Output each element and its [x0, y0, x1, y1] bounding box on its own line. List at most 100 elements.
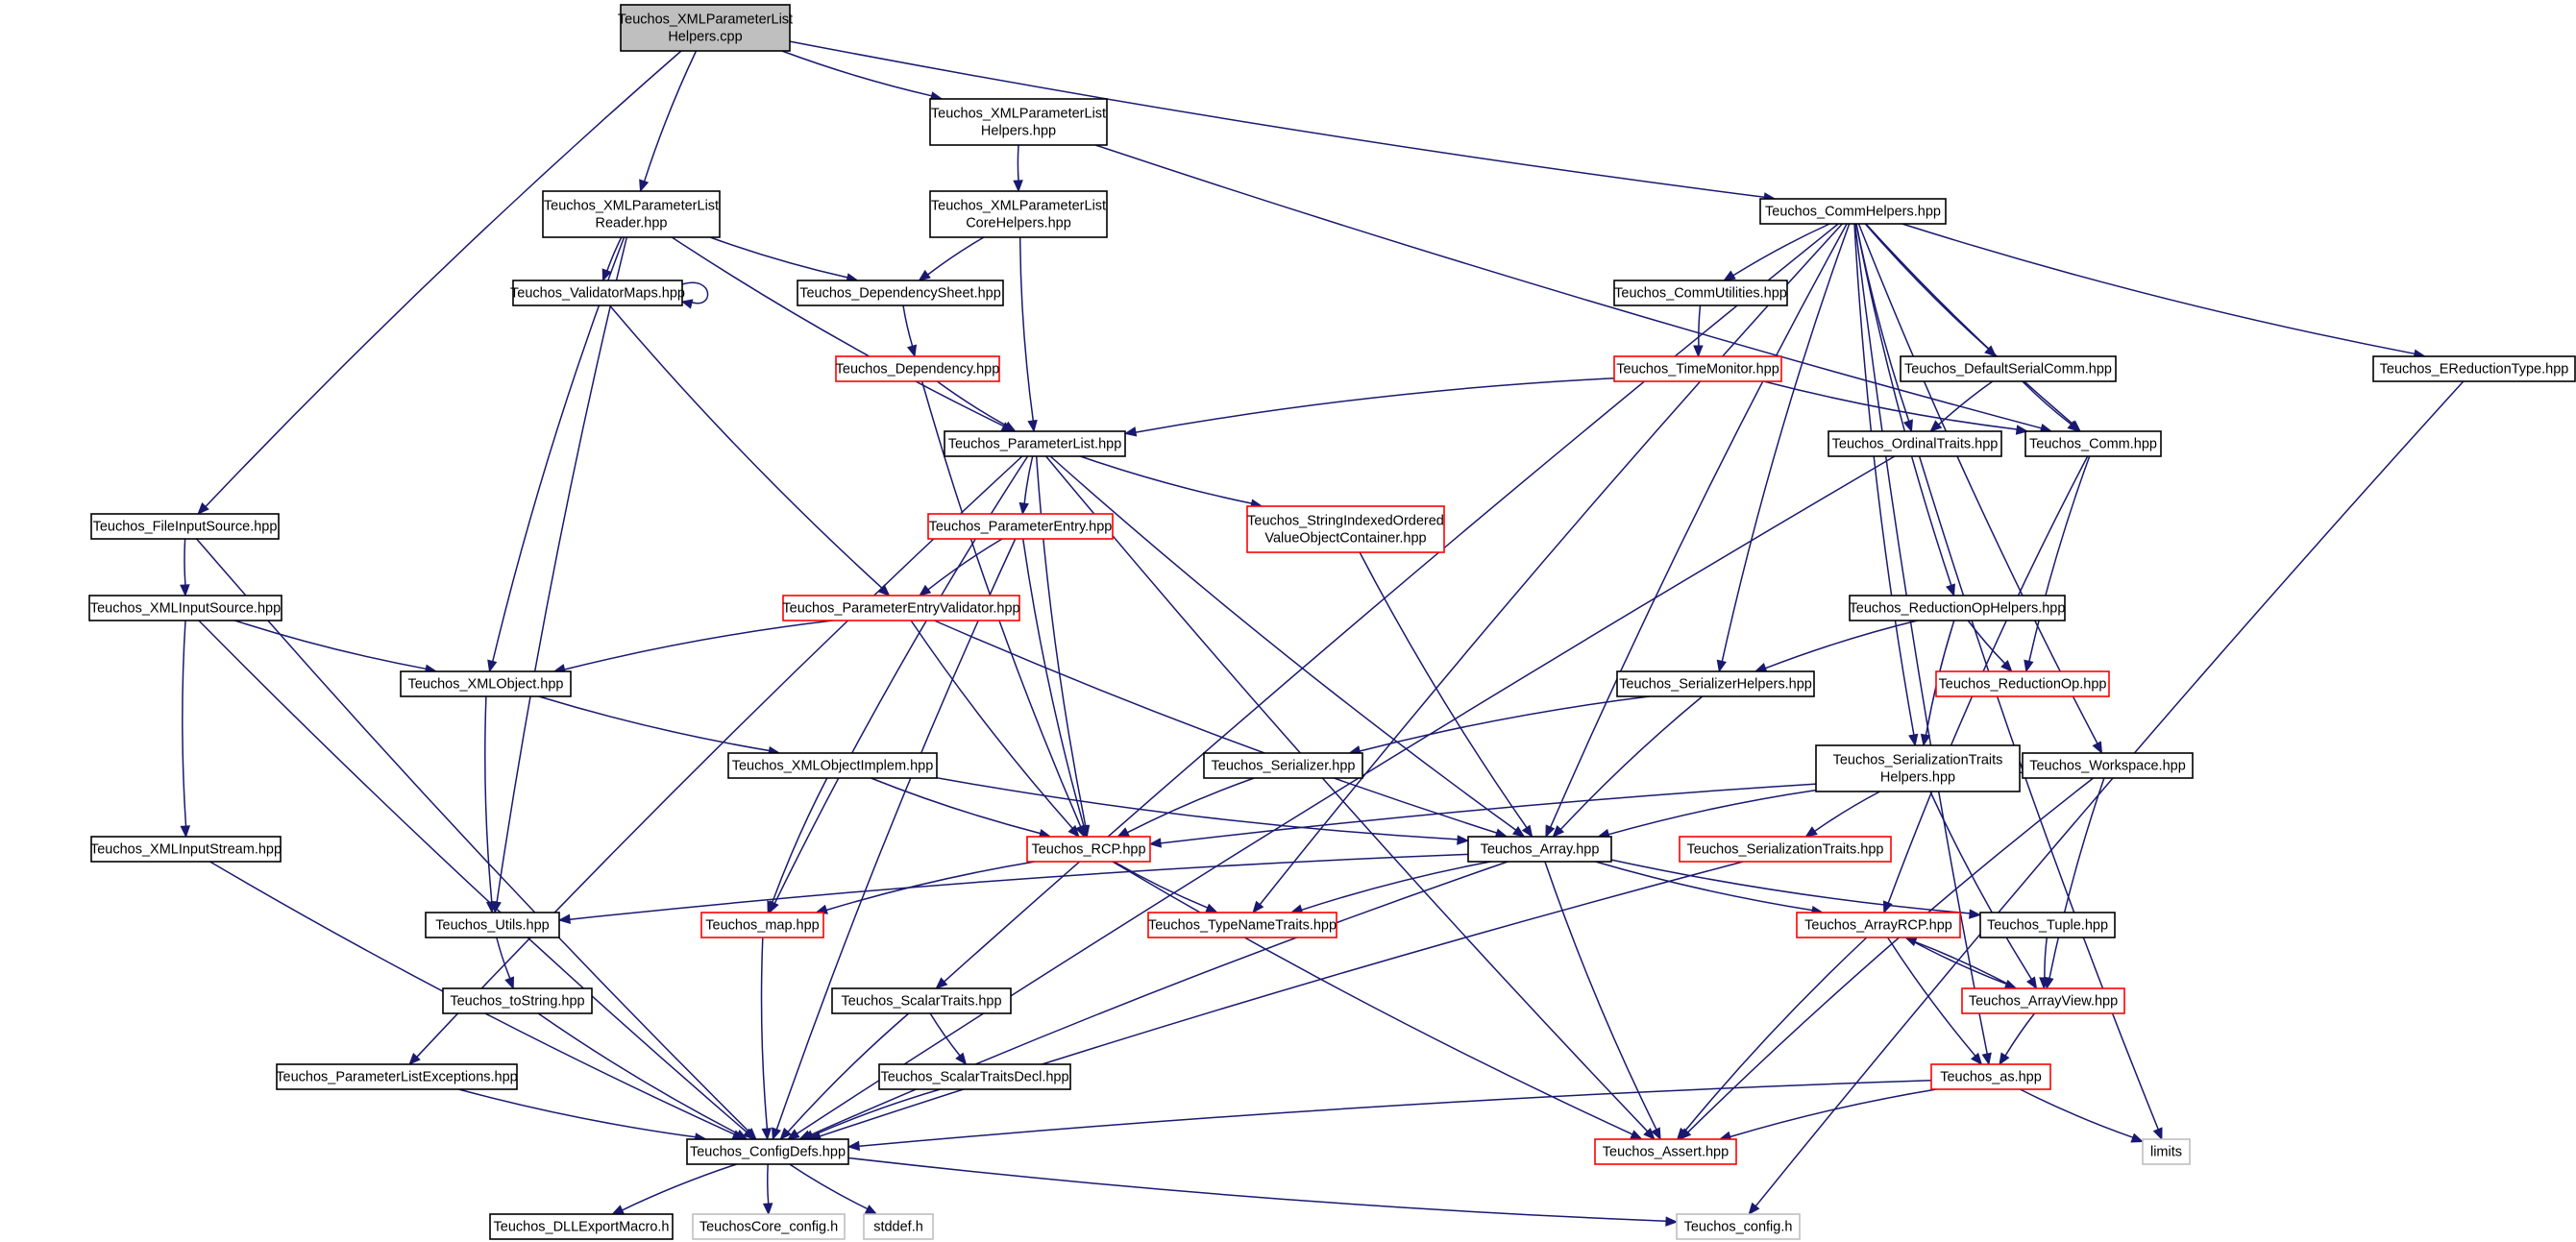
node-limits[interactable]: limits: [2142, 1138, 2191, 1165]
node-typename[interactable]: Teuchos_TypeNameTraits.hpp: [1147, 912, 1337, 938]
node-paramlist[interactable]: Teuchos_ParameterList.hpp: [944, 430, 1126, 457]
node-label: Teuchos_ParameterEntryValidator.hpp: [782, 601, 1019, 617]
edge-configdefs-to-dllexport: [611, 1163, 737, 1215]
node-defserial[interactable]: Teuchos_DefaultSerialComm.hpp: [1900, 355, 2117, 382]
node-label: Teuchos_DLLExportMacro.h: [494, 1220, 670, 1235]
node-workspace[interactable]: Teuchos_Workspace.hpp: [2022, 752, 2194, 779]
edge-arrayrcp-to-as: [1886, 937, 1983, 1066]
edge-commhelpers-to-commutil: [1723, 223, 1830, 281]
node-box: [1026, 836, 1151, 863]
node-coreconfig[interactable]: TeuchosCore_config.h: [692, 1213, 846, 1240]
node-label: Teuchos_Serializer.hpp: [1212, 759, 1356, 774]
node-paramentry[interactable]: Teuchos_ParameterEntry.hpp: [927, 513, 1114, 540]
edge-array-to-utils: [557, 853, 1469, 924]
node-label: ValueObjectContainer.hpp: [1264, 531, 1426, 547]
node-strindexed[interactable]: Teuchos_StringIndexedOrderedValueObjectC…: [1246, 505, 1445, 553]
edge-ordtraits-to-limits: [1918, 455, 2163, 1141]
node-serializer[interactable]: Teuchos_Serializer.hpp: [1203, 752, 1363, 779]
node-rcp[interactable]: Teuchos_RCP.hpp: [1026, 836, 1151, 863]
edge-timemon-to-comm: [1763, 380, 2029, 435]
node-box: [1935, 670, 2110, 697]
node-label: Teuchos_SerializationTraits: [1833, 753, 2003, 768]
node-label: Teuchos_as.hpp: [1940, 1070, 2042, 1085]
node-box: [700, 912, 824, 938]
node-as[interactable]: Teuchos_as.hpp: [1930, 1063, 2051, 1090]
node-utils[interactable]: Teuchos_Utils.hpp: [425, 912, 560, 938]
node-fileinput[interactable]: Teuchos_FileInputSource.hpp: [90, 513, 280, 540]
edge-scalartraits-to-scalartraitsdecl: [929, 1012, 968, 1066]
node-box: [512, 280, 683, 306]
node-label: CoreHelpers.hpp: [966, 216, 1071, 231]
node-sertraits[interactable]: Teuchos_SerializationTraits.hpp: [1679, 836, 1892, 863]
node-configdefs[interactable]: Teuchos_ConfigDefs.hpp: [686, 1138, 849, 1165]
edge-commhelpers-to-as: [1853, 223, 1992, 1066]
node-pev[interactable]: Teuchos_ParameterEntryValidator.hpp: [782, 595, 1020, 621]
node-xmlobjimpl[interactable]: Teuchos_XMLObjectImplem.hpp: [727, 752, 938, 779]
node-arrayrcp[interactable]: Teuchos_ArrayRCP.hpp: [1796, 912, 1961, 938]
edge-paramentry-to-configdefs: [772, 538, 1017, 1141]
edge-as-to-assert: [1718, 1088, 1937, 1141]
node-scalartraitsdecl[interactable]: Teuchos_ScalarTraitsDecl.hpp: [878, 1063, 1071, 1090]
edge-paramlist-to-paramentry: [1018, 455, 1034, 516]
node-arrayview[interactable]: Teuchos_ArrayView.hpp: [1961, 987, 2125, 1014]
node-label: Teuchos_CommHelpers.hpp: [1765, 205, 1941, 220]
node-box: [1467, 836, 1612, 863]
edge-xmlinputsrc-to-configdefs: [198, 620, 756, 1140]
node-label: Teuchos_XMLInputStream.hpp: [90, 842, 282, 858]
edge-valmaps-to-valmaps: [680, 281, 709, 309]
node-ordtraits[interactable]: Teuchos_OrdinalTraits.hpp: [1828, 430, 2002, 457]
node-timemon[interactable]: Teuchos_TimeMonitor.hpp: [1613, 355, 1782, 382]
node-config[interactable]: Teuchos_config.h: [1676, 1213, 1801, 1240]
node-box: [1203, 752, 1363, 779]
node-label: limits: [2150, 1145, 2182, 1160]
node-xmlobject[interactable]: Teuchos_XMLObject.hpp: [400, 670, 572, 697]
node-label: Teuchos_DependencySheet.hpp: [799, 286, 1001, 302]
node-depsheet[interactable]: Teuchos_DependencySheet.hpp: [797, 280, 1004, 306]
node-commhelpers[interactable]: Teuchos_CommHelpers.hpp: [1759, 198, 1947, 225]
node-tuple[interactable]: Teuchos_Tuple.hpp: [1979, 912, 2116, 938]
edge-xmlplch-to-depsheet: [918, 236, 985, 281]
edge-commhelpers-to-reductopHelpers: [1855, 223, 1955, 597]
node-box: [1613, 355, 1782, 382]
node-plexceptions[interactable]: Teuchos_ParameterListExceptions.hpp: [276, 1063, 518, 1090]
edge-tuple-to-arrayview: [2039, 937, 2049, 990]
node-label: Teuchos_FileInputSource.hpp: [93, 520, 278, 535]
edge-reductopHelpers-to-serhelpers: [1754, 620, 1918, 672]
node-serhelpers[interactable]: Teuchos_SerializerHelpers.hpp: [1616, 670, 1815, 697]
edge-array-to-arrayrcp: [1595, 861, 1825, 916]
node-label: Teuchos_Assert.hpp: [1603, 1145, 1729, 1160]
node-xmlinputstream[interactable]: Teuchos_XMLInputStream.hpp: [90, 836, 282, 863]
node-reductop[interactable]: Teuchos_ReductionOp.hpp: [1935, 670, 2110, 697]
node-scalartraits[interactable]: Teuchos_ScalarTraits.hpp: [831, 987, 1012, 1014]
node-stddef[interactable]: stddef.h: [863, 1213, 934, 1240]
node-label: Reader.hpp: [596, 216, 668, 231]
node-box: [1676, 1213, 1801, 1240]
node-comm[interactable]: Teuchos_Comm.hpp: [2024, 430, 2162, 457]
edge-valmaps-to-pev: [608, 304, 891, 597]
node-xmlinputsrc[interactable]: Teuchos_XMLInputSource.hpp: [88, 595, 282, 621]
node-box: [944, 430, 1126, 457]
edges-layer: [180, 40, 2465, 1227]
node-label: Teuchos_Workspace.hpp: [2029, 759, 2186, 774]
node-dllexport[interactable]: Teuchos_DLLExportMacro.h: [489, 1213, 674, 1240]
node-array[interactable]: Teuchos_Array.hpp: [1467, 836, 1612, 863]
node-ereduct[interactable]: Teuchos_EReductionType.hpp: [2372, 355, 2576, 382]
node-label: Helpers.hpp: [981, 124, 1056, 139]
node-map[interactable]: Teuchos_map.hpp: [700, 912, 824, 938]
node-box: [782, 595, 1020, 621]
node-label: Teuchos_XMLObject.hpp: [407, 677, 563, 693]
node-commutil[interactable]: Teuchos_CommUtilities.hpp: [1613, 280, 1788, 306]
node-reductopHelpers[interactable]: Teuchos_ReductionOpHelpers.hpp: [1849, 595, 2066, 621]
node-assert[interactable]: Teuchos_Assert.hpp: [1594, 1138, 1737, 1165]
node-valmaps[interactable]: Teuchos_ValidatorMaps.hpp: [510, 280, 685, 306]
node-dependency[interactable]: Teuchos_Dependency.hpp: [835, 355, 1000, 382]
node-tostring[interactable]: Teuchos_toString.hpp: [442, 987, 593, 1014]
edge-xmlobject-to-xmlobjimpl: [538, 695, 781, 757]
node-box: [1815, 744, 2021, 792]
